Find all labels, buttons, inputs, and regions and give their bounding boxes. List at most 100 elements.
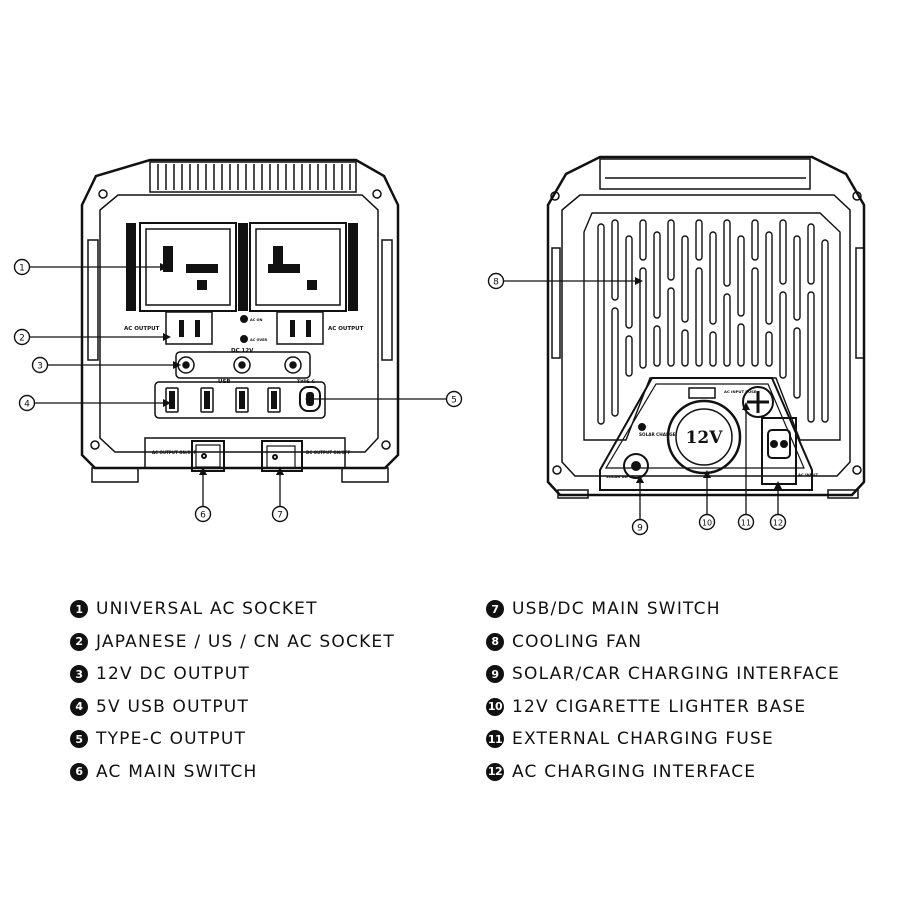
- side-rail-left: [87, 239, 99, 361]
- legend-text: 12V DC OUTPUT: [96, 664, 250, 685]
- legend-number: 11: [486, 730, 504, 749]
- legend-item: 5 TYPE-C OUTPUT: [70, 728, 395, 751]
- callout-5: 5: [445, 390, 463, 408]
- usb-output: [154, 381, 326, 419]
- svg-text:12: 12: [773, 519, 783, 528]
- legend-left: 1 UNIVERSAL AC SOCKET 2 JAPANESE / US / …: [70, 598, 395, 783]
- callout-3: 3: [31, 356, 49, 374]
- ac-main-switch: [191, 440, 225, 472]
- screw: [90, 440, 100, 450]
- callout-leaders: [29, 266, 779, 519]
- legend-item: 6 AC MAIN SWITCH: [70, 761, 395, 784]
- switch-panel: [144, 437, 346, 469]
- legend-item: 3 12V DC OUTPUT: [70, 663, 395, 686]
- label-indicator-top: AC ON: [250, 318, 262, 322]
- callout-9: 9: [631, 518, 649, 536]
- back-unit: 12V SOLAR CHARGE SOLAR INPUT AC INPUT FU…: [546, 155, 866, 499]
- legend-number: 10: [486, 697, 504, 716]
- label-switch-left: AC OUTPUT ON/OFF: [152, 450, 196, 455]
- label-usb: USB: [218, 379, 231, 385]
- label-dc-12v: DC 12V: [231, 348, 254, 354]
- back-top-handle: [599, 158, 811, 190]
- svg-text:5: 5: [451, 396, 457, 406]
- callout-6: 6: [194, 505, 212, 523]
- label-solar-charge: SOLAR CHARGE: [639, 432, 676, 437]
- svg-text:4: 4: [24, 400, 30, 410]
- solar-car-charging-interface: [623, 423, 649, 479]
- legend-right: 7 USB/DC MAIN SWITCH 8 COOLING FAN 9 SOL…: [486, 598, 840, 783]
- label-ac-output-right: AC OUTPUT: [328, 326, 364, 332]
- legend-number: 7: [486, 600, 504, 619]
- label-fuse: AC INPUT FUSE: [724, 389, 757, 394]
- legend-number: 12: [486, 762, 504, 781]
- callout-bubbles: 1 2 3 4 5 6 7 8 9 10 11 12: [13, 258, 787, 536]
- legend-text: TYPE-C OUTPUT: [96, 729, 247, 750]
- legend-item: 4 5V USB OUTPUT: [70, 696, 395, 719]
- legend-text: AC MAIN SWITCH: [96, 761, 258, 782]
- legend-text: 5V USB OUTPUT: [96, 696, 250, 717]
- japanese-us-cn-ac-socket: [165, 311, 324, 345]
- side-rail-right: [381, 239, 393, 361]
- callout-2: 2: [13, 328, 31, 346]
- screw: [372, 189, 382, 199]
- svg-text:9: 9: [637, 524, 643, 534]
- foot: [341, 467, 389, 483]
- svg-text:2: 2: [19, 334, 25, 344]
- legend-item: 10 12V CIGARETTE LIGHTER BASE: [486, 696, 840, 719]
- ac-charging-interface: [761, 417, 797, 485]
- screw: [852, 191, 862, 201]
- external-charging-fuse: [742, 386, 774, 418]
- legend-number: 5: [70, 730, 88, 749]
- foot: [557, 489, 589, 499]
- legend-text: UNIVERSAL AC SOCKET: [96, 599, 318, 620]
- screw: [550, 191, 560, 201]
- front-body-outline: [80, 158, 400, 470]
- svg-text:6: 6: [200, 511, 206, 521]
- svg-text:8: 8: [493, 278, 499, 288]
- legend-number: 6: [70, 762, 88, 781]
- legend-text: USB/DC MAIN SWITCH: [512, 599, 721, 620]
- cooling-fan: [583, 212, 841, 441]
- front-inner-frame: [99, 194, 379, 453]
- svg-text:3: 3: [37, 362, 43, 372]
- callout-11: 11: [737, 513, 755, 531]
- foot: [91, 467, 139, 483]
- indicator-led: [240, 335, 248, 343]
- svg-text:10: 10: [702, 519, 712, 528]
- svg-text:7: 7: [277, 511, 283, 521]
- legend-item: 8 COOLING FAN: [486, 631, 840, 654]
- legend-number: 1: [70, 600, 88, 619]
- input-panel-inner: [604, 383, 805, 469]
- indicator-led: [240, 315, 248, 323]
- legend-number: 9: [486, 665, 504, 684]
- callout-arrowheads: [160, 263, 782, 489]
- legend-item: 11 EXTERNAL CHARGING FUSE: [486, 728, 840, 751]
- legend-item: 2 JAPANESE / US / CN AC SOCKET: [70, 631, 395, 654]
- legend-item: 9 SOLAR/CAR CHARGING INTERFACE: [486, 663, 840, 686]
- lighter-label: 12V: [686, 428, 724, 448]
- dc-12v-output: [175, 351, 311, 379]
- input-panel: [599, 377, 813, 491]
- front-unit: AC OUTPUT AC OUTPUT AC ON AC OVER DC 12V…: [80, 158, 400, 483]
- label-switch-right: DC OUTPUT ON/OFF: [306, 450, 351, 455]
- screw: [381, 440, 391, 450]
- callout-7: 7: [271, 505, 289, 523]
- callout-12: 12: [769, 513, 787, 531]
- legend-number: 4: [70, 697, 88, 716]
- front-top-vent: [149, 161, 357, 193]
- legend-text: 12V CIGARETTE LIGHTER BASE: [512, 696, 807, 717]
- label-solar-input: SOLAR INPUT: [606, 474, 635, 479]
- label-type-c: TYPE-C: [297, 379, 316, 385]
- legend-number: 3: [70, 665, 88, 684]
- label-ac-input: AC INPUT: [798, 472, 819, 477]
- label-ac-output-left: AC OUTPUT: [124, 326, 160, 332]
- callout-10: 10: [698, 513, 716, 531]
- callout-8: 8: [487, 272, 505, 290]
- legend-item: 12 AC CHARGING INTERFACE: [486, 761, 840, 784]
- cigarette-lighter-base: 12V: [666, 387, 742, 475]
- legend-text: JAPANESE / US / CN AC SOCKET: [96, 631, 395, 652]
- screw: [98, 189, 108, 199]
- svg-text:1: 1: [19, 264, 25, 274]
- screw: [852, 465, 862, 475]
